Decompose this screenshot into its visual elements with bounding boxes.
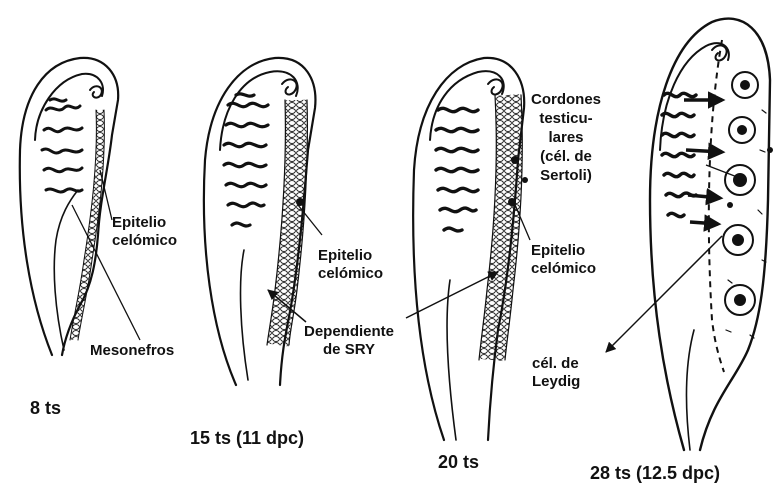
gonad-stage-28ts: [650, 19, 773, 450]
stage-label-28ts: 28 ts (12.5 dpc): [590, 463, 720, 483]
label-epitelio-celomico-2: Epitelio celómico: [318, 247, 383, 283]
label-cel-de-leydig: cél. de Leydig: [532, 355, 580, 391]
stage-label-8ts: 8 ts: [30, 398, 61, 418]
label-dependiente-de-sry: Dependiente de SRY: [304, 323, 394, 359]
label-epitelio-celomico-3: Epitelio celómico: [531, 242, 596, 278]
gonad-stage-20ts: [413, 58, 528, 440]
stage-label-15ts: 15 ts (11 dpc): [190, 428, 304, 448]
gonad-stage-8ts: [20, 58, 118, 355]
annotation-lines: [72, 165, 745, 352]
stage-label-20ts: 20 ts: [438, 452, 479, 472]
label-epitelio-celomico-1: Epitelio celómico: [112, 214, 177, 250]
label-cordones-testiculares: Cordones testicu- lares (cél. de Sertoli…: [531, 90, 601, 185]
gonad-stage-15ts: [204, 58, 316, 385]
label-mesonefros: Mesonefros: [90, 342, 174, 360]
